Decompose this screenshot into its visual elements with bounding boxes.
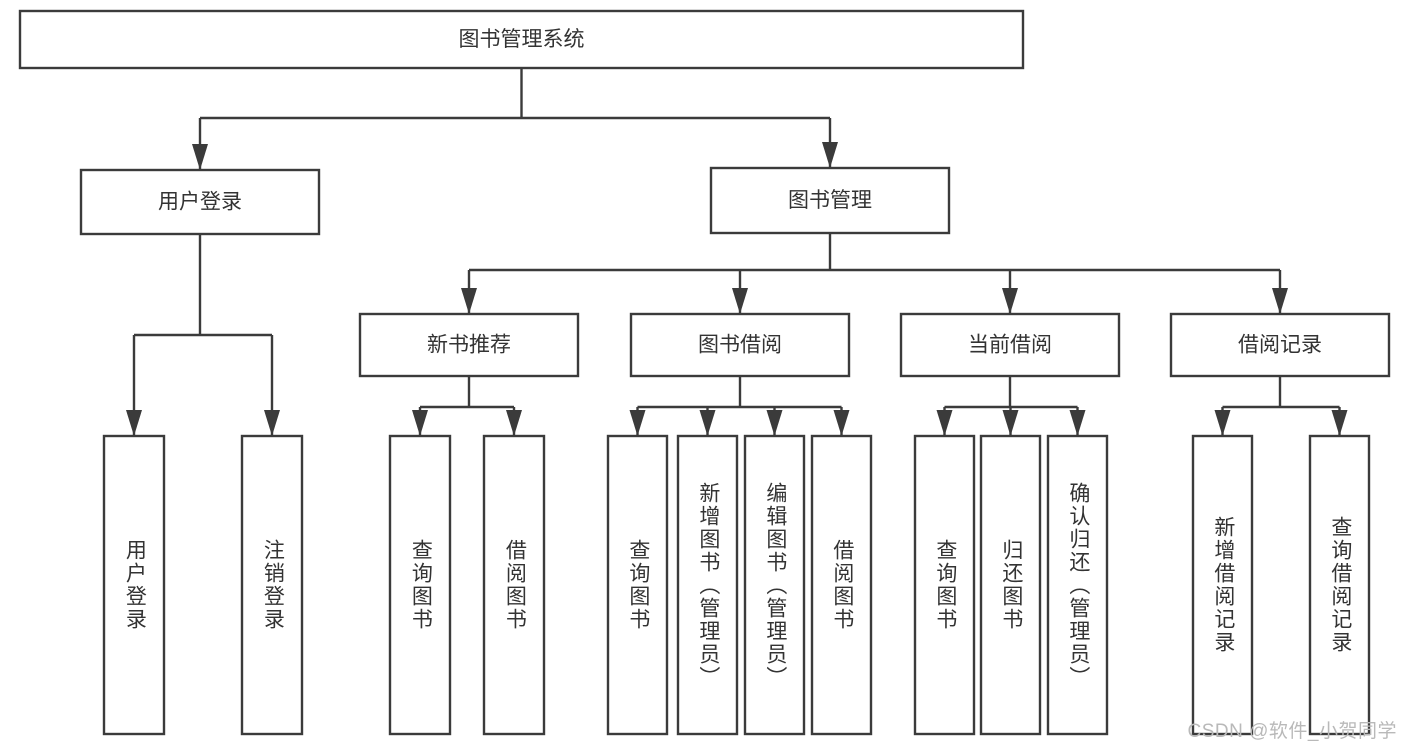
node-box-leaf-user-login[interactable] [102, 434, 166, 736]
connector-layer [126, 68, 1348, 436]
arrow-head-icon [1002, 410, 1019, 436]
arrow-head-icon [264, 410, 280, 436]
node-box-leaf-borrow-book-2[interactable] [810, 434, 873, 736]
node-box-current-borrow[interactable] [899, 312, 1121, 378]
arrow-head-icon [1002, 288, 1018, 314]
node-box-leaf-confirm-return[interactable] [1046, 434, 1109, 736]
node-label: 借阅记录 [1238, 334, 1322, 357]
node-box-leaf-add-record[interactable] [1191, 434, 1254, 736]
node-box-leaf-borrow-book-1[interactable] [482, 434, 546, 736]
arrow-head-icon [461, 288, 477, 314]
node-label: 新书推荐 [427, 334, 511, 357]
watermark-text: CSDN @软件_小贺同学 [1187, 721, 1397, 742]
node-box-leaf-logout[interactable] [240, 434, 304, 736]
node-box-leaf-query-book-1[interactable] [388, 434, 452, 736]
node-label: 图书管理系统 [459, 28, 585, 51]
arrow-head-icon [822, 142, 838, 168]
node-box-borrow-record[interactable] [1169, 312, 1391, 378]
node-box-leaf-query-book-3[interactable] [913, 434, 976, 736]
node-label: 图书管理 [788, 189, 872, 212]
node-box-root[interactable] [18, 9, 1025, 70]
node-box-leaf-query-record[interactable] [1308, 434, 1371, 736]
node-box-book-borrow[interactable] [629, 312, 851, 378]
arrow-head-icon [1214, 410, 1231, 436]
arrow-head-icon [1272, 288, 1288, 314]
node-box-leaf-return-book[interactable] [979, 434, 1042, 736]
arrow-head-icon [766, 410, 783, 436]
node-box-user-login[interactable] [79, 168, 321, 236]
arrow-head-icon [936, 410, 953, 436]
arrow-head-icon [699, 410, 716, 436]
arrow-head-icon [1069, 410, 1086, 436]
node-box-leaf-add-book[interactable] [676, 434, 739, 736]
node-label: 当前借阅 [968, 334, 1052, 357]
node-box-new-book-recommend[interactable] [358, 312, 580, 378]
arrow-head-icon [629, 410, 646, 436]
node-box-leaf-edit-book[interactable] [743, 434, 806, 736]
arrow-head-icon [126, 410, 142, 436]
arrow-head-icon [1331, 410, 1348, 436]
node-label: 用户登录 [158, 191, 242, 214]
node-label: 图书借阅 [698, 334, 782, 357]
arrow-head-icon [833, 410, 850, 436]
arrow-head-icon [732, 288, 748, 314]
arrow-head-icon [412, 410, 428, 436]
node-box-leaf-query-book-2[interactable] [606, 434, 669, 736]
node-box-layer [18, 9, 1391, 736]
arrow-head-icon [192, 144, 208, 170]
node-box-book-management[interactable] [709, 166, 951, 235]
arrow-head-icon [506, 410, 522, 436]
